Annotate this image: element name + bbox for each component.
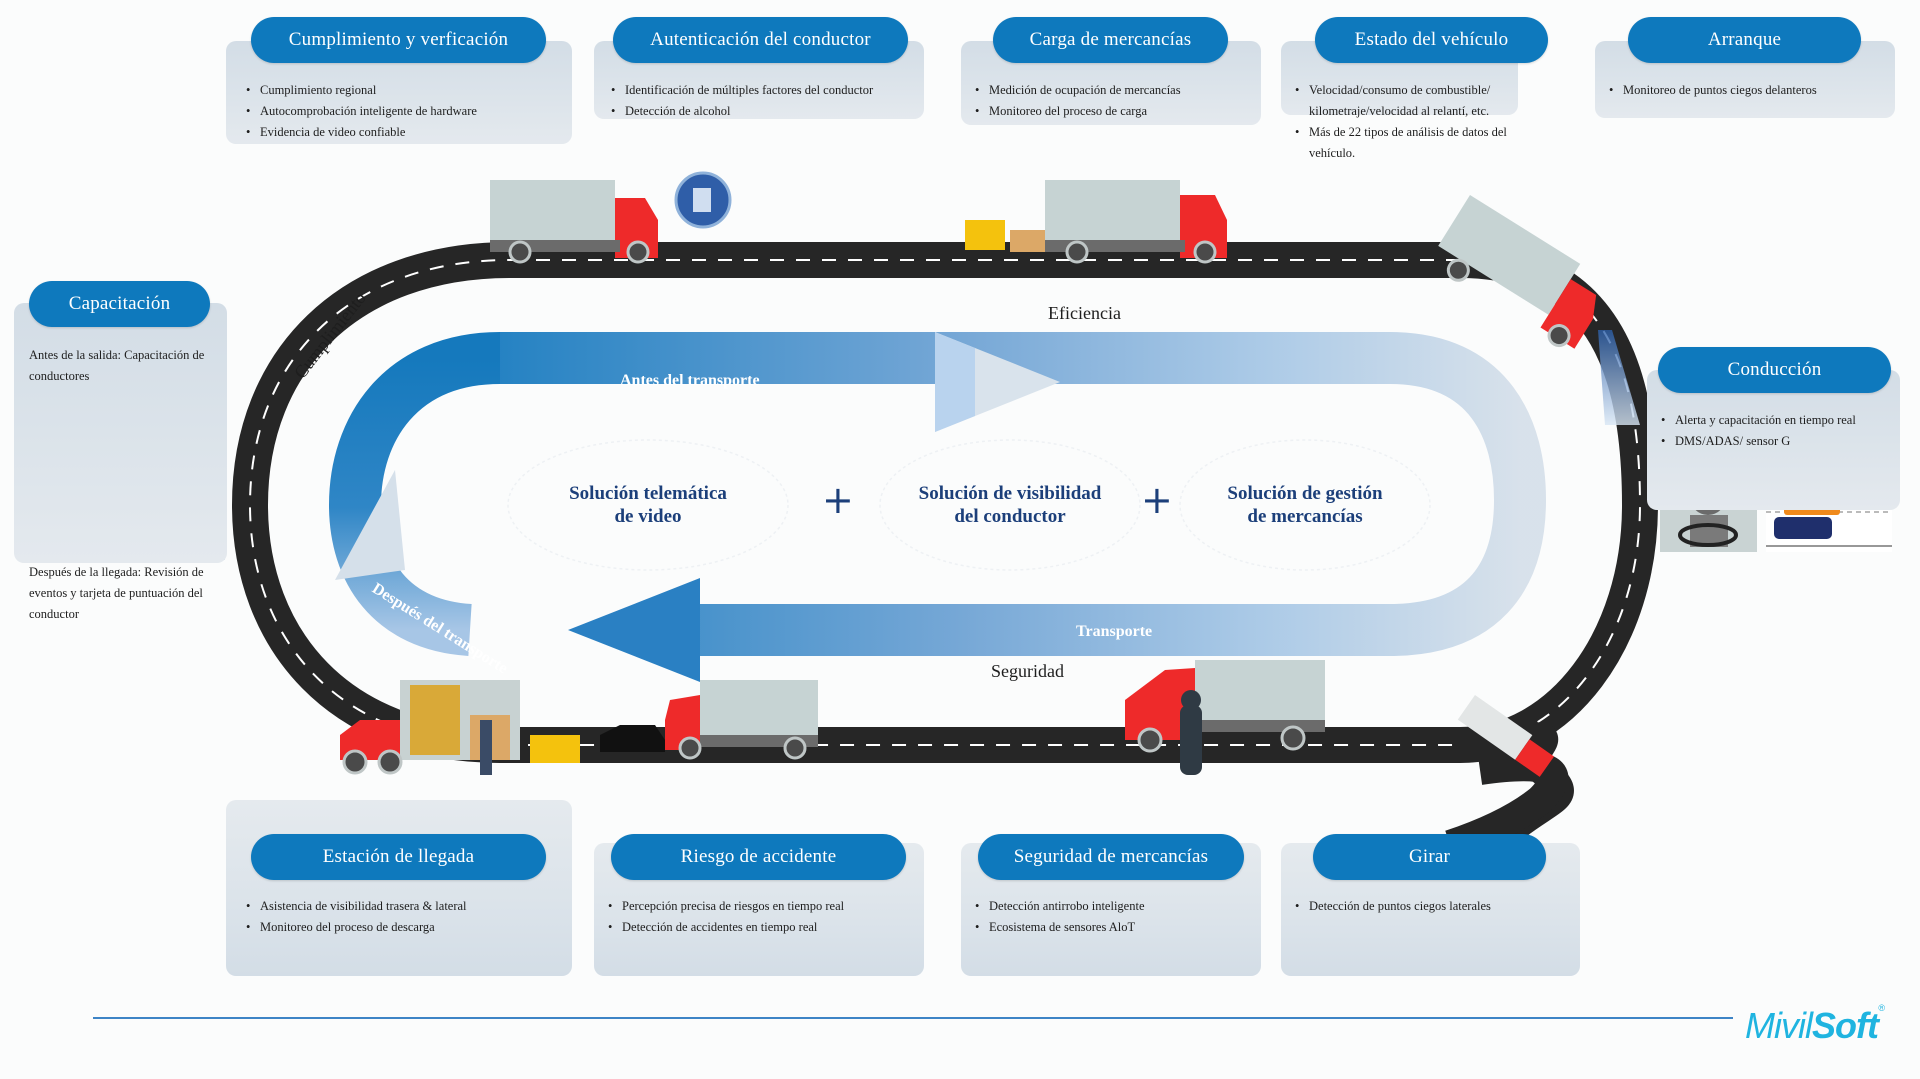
training-after: Después de la llegada: Revisión de event… xyxy=(29,565,204,621)
card-arrival-station: Asistencia de visibilidad trasera & late… xyxy=(226,800,572,976)
bullet: Medición de ocupación de mercancías xyxy=(973,80,1181,101)
process-flow-loop xyxy=(328,332,1547,682)
forklift-icon xyxy=(965,220,1005,250)
pill-cargo-security: Seguridad de mercancías xyxy=(978,834,1244,880)
bullet: Monitoreo del proceso de carga xyxy=(973,101,1181,122)
bullet: Más de 22 tipos de análisis de datos del… xyxy=(1293,122,1543,164)
truck-turning xyxy=(1457,695,1555,777)
arrowhead-after-transport xyxy=(335,470,405,580)
bullet: Detección de accidentes en tiempo real xyxy=(606,917,844,938)
worker-icon xyxy=(480,720,492,775)
solution-ring-2 xyxy=(879,439,1141,571)
plus-icon: + xyxy=(1141,478,1173,522)
bullet: DMS/ADAS/ sensor G xyxy=(1659,431,1856,452)
flow-label-transport: Transporte xyxy=(1076,623,1153,640)
bullet: Monitoreo del proceso de descarga xyxy=(244,917,467,938)
plus-icon: + xyxy=(822,478,854,522)
forklift-icon xyxy=(530,735,580,763)
pill-cargo-loading: Carga de mercancías xyxy=(993,17,1228,63)
solution-ring-3 xyxy=(1179,439,1431,571)
truck-loading xyxy=(965,180,1227,264)
card-driving: Alerta y capacitación en tiempo real DMS… xyxy=(1647,370,1900,510)
bullet: Autocomprobación inteligente de hardware xyxy=(244,101,477,122)
front-camera-beam xyxy=(1598,330,1640,425)
bullet: Detección de alcohol xyxy=(609,101,873,122)
arrowhead-transport xyxy=(568,578,700,682)
bullet: Percepción precisa de riesgos en tiempo … xyxy=(606,896,844,917)
pill-driver-authentication: Autenticación del conductor xyxy=(613,17,908,63)
pill-arrival-station: Estación de llegada xyxy=(251,834,546,880)
bullet: Asistencia de visibilidad trasera & late… xyxy=(244,896,467,917)
bullet: Ecosistema de sensores AloT xyxy=(973,917,1145,938)
bullet: Detección antirrobo inteligente xyxy=(973,896,1145,917)
bullet: Alerta y capacitación en tiempo real xyxy=(1659,410,1856,431)
solution-driver-visibility: Solución de visibilidad del conductor xyxy=(918,483,1102,527)
bullet: Evidencia de video confiable xyxy=(244,122,477,143)
truck-theft xyxy=(1125,660,1325,775)
pill-startup: Arranque xyxy=(1628,17,1861,63)
flow-label-before-transport: Antes del transporte xyxy=(620,372,760,389)
bullet: Velocidad/consumo de combustible/ kilome… xyxy=(1293,80,1543,122)
track-label-efficiency: Eficiencia xyxy=(1048,303,1121,323)
truck-curve-top-right xyxy=(1438,195,1597,349)
bullet: Identificación de múltiples factores del… xyxy=(609,80,873,101)
truck-unloading xyxy=(340,680,580,775)
solution-ring-1 xyxy=(507,439,789,571)
pill-turning: Girar xyxy=(1313,834,1546,880)
thief-icon xyxy=(1180,705,1202,775)
solution-video-telematics: Solución telemática de video xyxy=(569,483,727,527)
pill-compliance: Cumplimiento y verficación xyxy=(251,17,546,63)
card-training: Antes de la salida: Capacitación de cond… xyxy=(14,303,227,563)
bullet: Cumplimiento regional xyxy=(244,80,477,101)
pill-training: Capacitación xyxy=(29,281,210,327)
footer-divider xyxy=(93,1017,1733,1019)
bullet: Monitoreo de puntos ciegos delanteros xyxy=(1607,80,1817,101)
pill-vehicle-status: Estado del vehículo xyxy=(1315,17,1548,63)
bullet: Detección de puntos ciegos laterales xyxy=(1293,896,1491,917)
training-before: Antes de la salida: Capacitación de cond… xyxy=(29,348,205,383)
track-label-security: Seguridad xyxy=(991,661,1064,681)
truck-authentication xyxy=(490,171,732,264)
truck-accident xyxy=(600,680,818,760)
pill-driving: Conducción xyxy=(1658,347,1891,393)
brand-logo: MivilSoft® xyxy=(1745,1003,1885,1046)
solution-cargo-management: Solución de gestión de mercancías xyxy=(1227,483,1383,527)
pill-accident-risk: Riesgo de accidente xyxy=(611,834,906,880)
